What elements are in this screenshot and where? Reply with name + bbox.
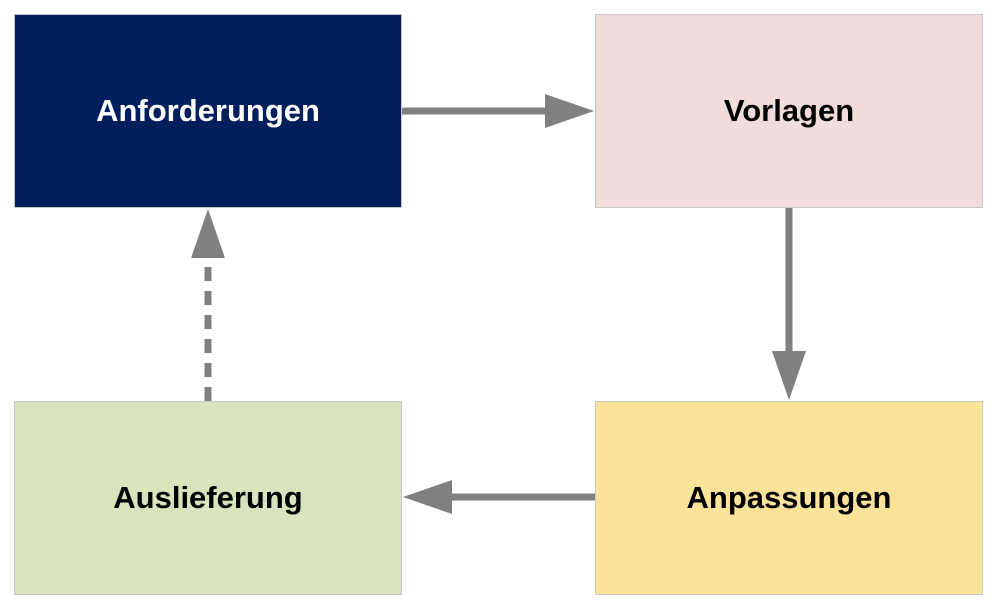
node-requirements-label: Anforderungen (96, 93, 320, 128)
arrow-requirements-to-templates (402, 94, 594, 128)
node-adjustments: Anpassungen (595, 401, 983, 595)
arrow-delivery-to-requirements (191, 209, 225, 401)
node-requirements: Anforderungen (14, 14, 402, 208)
node-adjustments-label: Anpassungen (686, 480, 892, 515)
node-templates-label: Vorlagen (723, 93, 855, 128)
node-delivery-label: Auslieferung (113, 480, 303, 515)
node-delivery: Auslieferung (14, 401, 402, 595)
arrow-adjustments-to-delivery (403, 480, 595, 514)
node-templates: Vorlagen (595, 14, 983, 208)
arrow-templates-to-adjustments (772, 208, 806, 400)
